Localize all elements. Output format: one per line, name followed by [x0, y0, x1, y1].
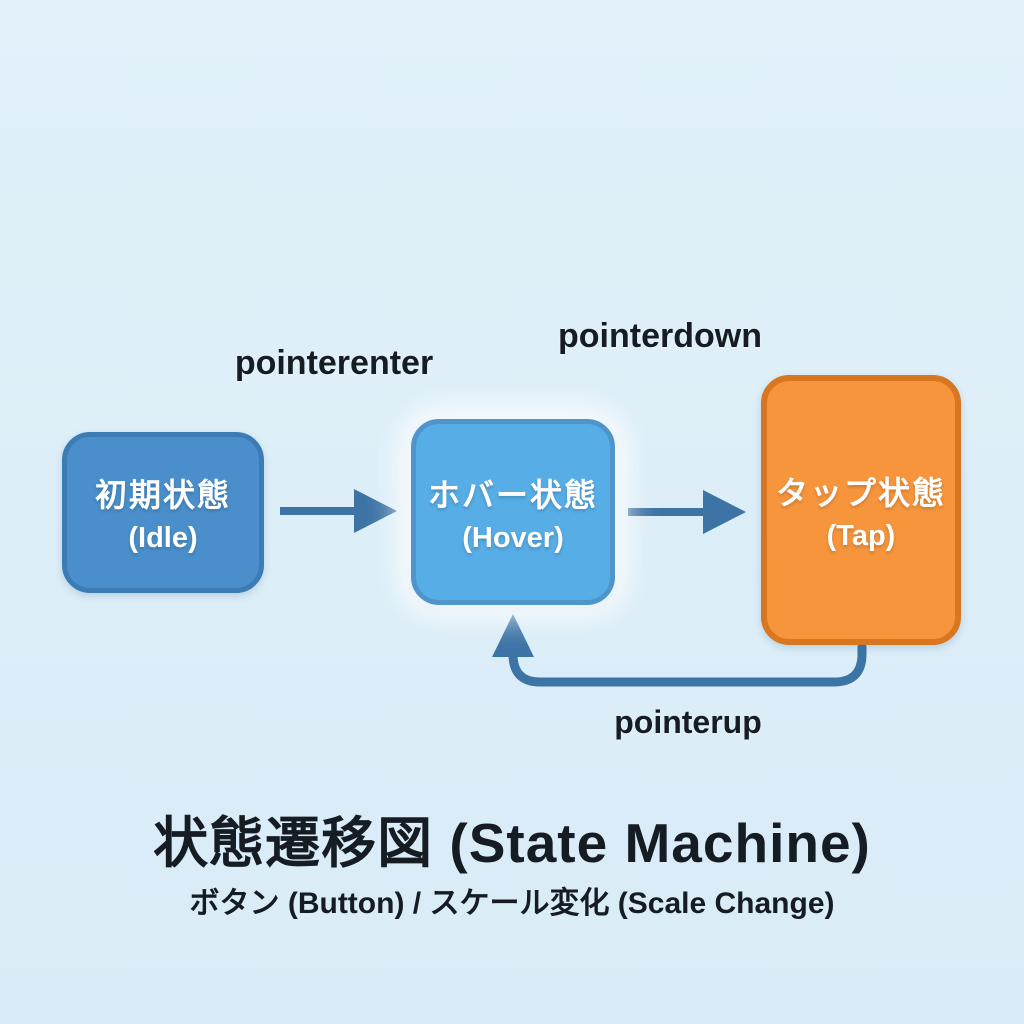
transition-label-pointerup: pointerup	[614, 704, 762, 740]
state-box-hover: ホバー状態 (Hover)	[411, 419, 615, 605]
state-box-idle: 初期状態 (Idle)	[62, 432, 264, 593]
arrow-pointerdown	[628, 490, 746, 534]
state-tap-label-en: (Tap)	[826, 519, 896, 552]
state-hover-label-jp: ホバー状態	[427, 476, 598, 513]
state-idle-label-en: (Idle)	[128, 522, 198, 554]
transition-label-pointerenter: pointerenter	[234, 344, 434, 382]
state-tap-label-jp: タップ状態	[775, 474, 946, 511]
state-idle-label-jp: 初期状態	[94, 477, 231, 513]
state-hover-label-en: (Hover)	[462, 521, 564, 554]
arrow-pointerenter	[280, 489, 397, 533]
arrow-pointerup	[492, 614, 867, 687]
diagram-subtitle: ボタン (Button) / スケール変化 (Scale Change)	[189, 887, 835, 920]
transition-label-pointerdown: pointerdown	[558, 317, 762, 355]
state-box-tap: タップ状態 (Tap)	[761, 375, 961, 645]
diagram-title: 状態遷移図 (State Machine)	[153, 812, 871, 874]
